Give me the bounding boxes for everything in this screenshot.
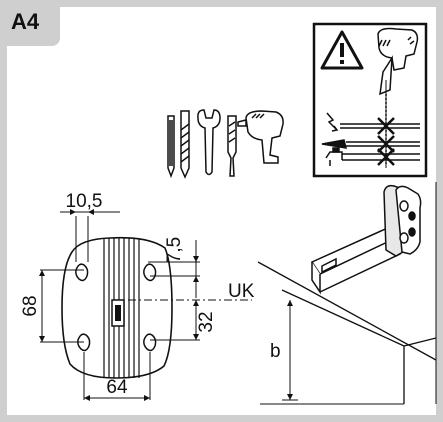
gas-pipe-icon (321, 139, 420, 149)
drill-bit-icon (180, 110, 190, 179)
back-edge (403, 337, 437, 347)
wrench-icon (197, 109, 221, 176)
step-tab: A4 (0, 0, 60, 46)
step-label: A4 (11, 9, 40, 34)
height-variable-label: b (270, 341, 281, 362)
warning-panel (312, 22, 428, 178)
center-offset-label: 32 (196, 311, 217, 332)
power-drill-icon (377, 27, 419, 96)
wall-edge (281, 289, 405, 347)
ceiling-edge (257, 261, 437, 361)
hole-offset-label: 7,5 (164, 237, 185, 263)
power-drill-icon (237, 110, 284, 164)
region-label: UK (228, 281, 255, 302)
height-label: 68 (20, 295, 41, 316)
tools-row (167, 109, 284, 179)
screwdriver-bit-icon (227, 115, 237, 177)
wall-bracket (310, 184, 422, 295)
mounting-plate-drawing (39, 209, 252, 401)
warning-triangle-icon (320, 30, 364, 70)
warning-box (312, 22, 428, 178)
cross-mark-icon (377, 117, 395, 166)
installation-view (257, 182, 437, 405)
width-label: 64 (106, 377, 128, 398)
water-pipe-icon (325, 147, 420, 166)
pencil-icon (167, 115, 175, 179)
hole-width-label: 10,5 (66, 191, 103, 212)
electric-cable-icon (326, 112, 420, 132)
